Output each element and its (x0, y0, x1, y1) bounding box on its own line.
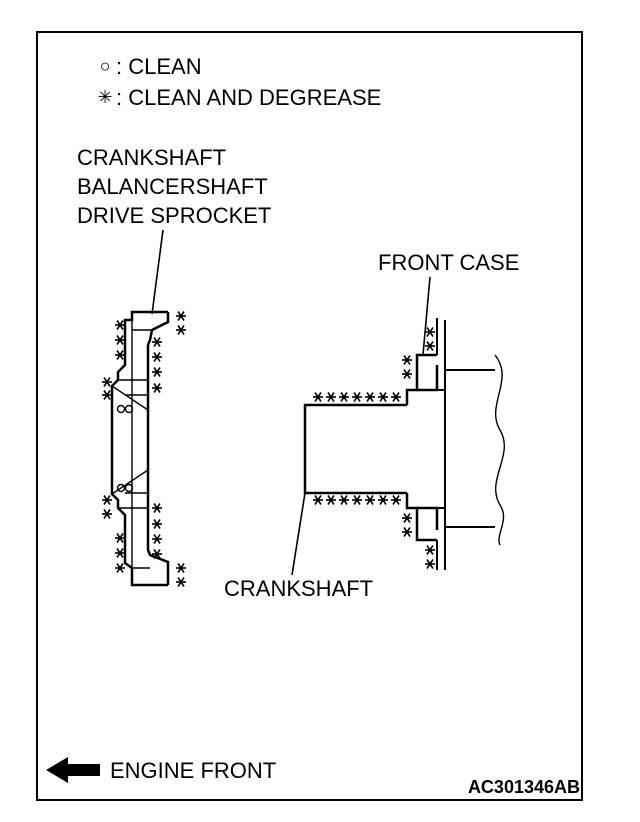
legend-degrease: ✳ : CLEAN AND DEGREASE (96, 87, 381, 109)
front-case-section (436, 318, 506, 570)
sprocket-leader-line (151, 229, 164, 315)
front-case-leader-line (422, 276, 431, 356)
sprocket-label-line3: DRIVE SPROCKET (77, 203, 272, 228)
sprocket-section (110, 310, 170, 587)
sprocket-label-line2: BALANCERSHAFT (77, 174, 268, 199)
legend-clean: ○ : CLEAN (96, 56, 202, 78)
legend-degrease-text: : CLEAN AND DEGREASE (116, 85, 382, 110)
crankshaft-label: CRANKSHAFT (224, 576, 374, 601)
engine-front-label: ENGINE FRONT (110, 758, 277, 783)
circle-icon: ○ (99, 56, 111, 76)
figure-frame (36, 31, 583, 801)
asterisk-icon: ✳ (97, 87, 113, 107)
crankshaft-leader-line (291, 492, 306, 576)
sprocket-inner-lines (111, 320, 152, 585)
front-case-label: FRONT CASE (378, 250, 520, 275)
sprocket-degrease-marks (101, 310, 187, 588)
legend-clean-text: : CLEAN (116, 54, 202, 79)
sprocket-clean-circles (116, 404, 134, 493)
arrow-left-icon (46, 757, 100, 783)
sprocket-label-line1: CRANKSHAFT (77, 145, 227, 170)
figure-code: AC301346AB (467, 777, 580, 797)
crankshaft-section (303, 353, 439, 542)
